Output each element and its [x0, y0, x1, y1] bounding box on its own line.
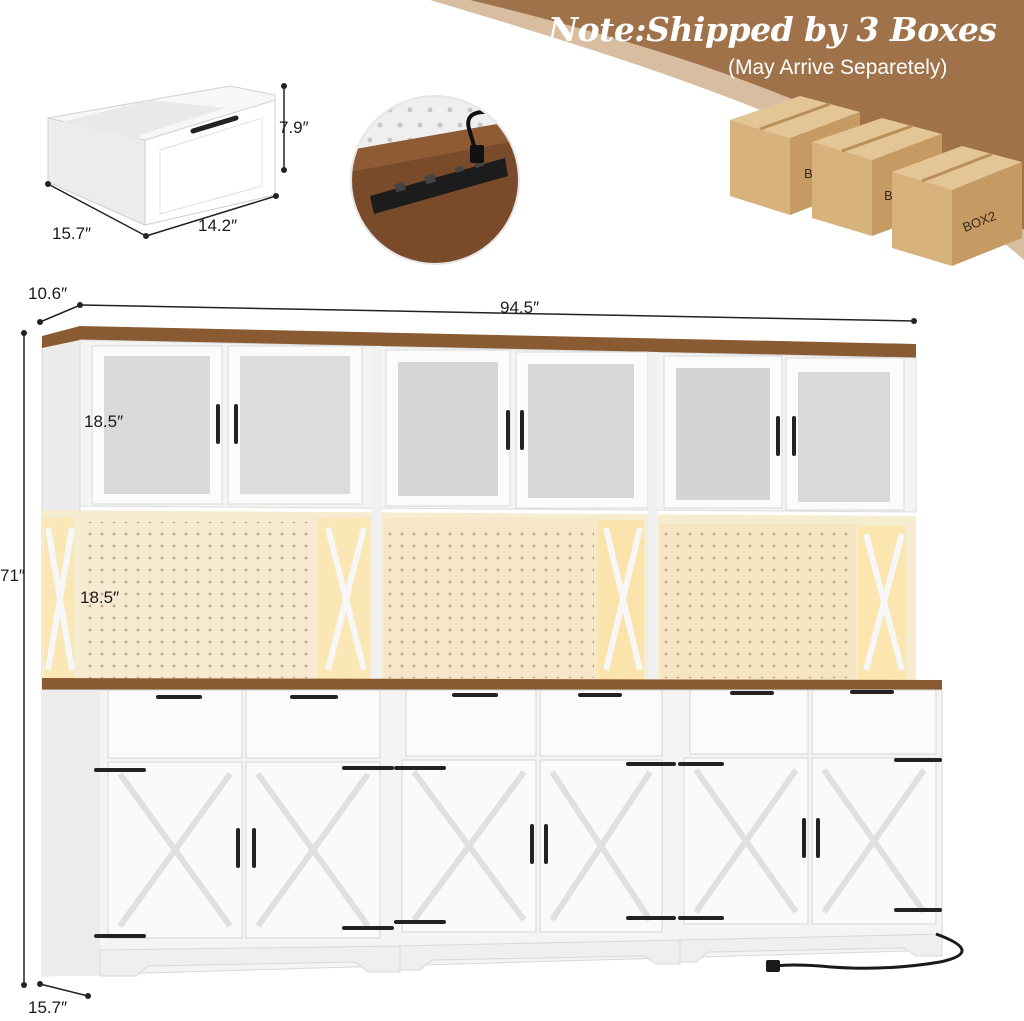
shipping-box-3: [892, 146, 1022, 266]
upper-cabinet-height-label: 18.5″: [84, 412, 124, 431]
box-label-2: B: [884, 188, 893, 203]
shipping-note-title: Note:Shipped by 3 Boxes: [548, 10, 997, 49]
pegboard-height-label: 18.5″: [80, 588, 120, 607]
drawer-height-label: 7.9″: [279, 118, 309, 137]
total-width-label: 94.5″: [500, 298, 540, 317]
shipping-note-subtitle: (May Arrive Separetely): [728, 56, 948, 79]
top-depth-label: 10.6″: [28, 284, 68, 303]
drawer-depth-label: 15.7″: [52, 224, 92, 243]
total-height-label: 71″: [0, 566, 25, 585]
box-label-1: B: [804, 166, 813, 181]
drawer-width-label: 14.2″: [198, 216, 238, 235]
base-depth-label: 15.7″: [28, 998, 68, 1017]
